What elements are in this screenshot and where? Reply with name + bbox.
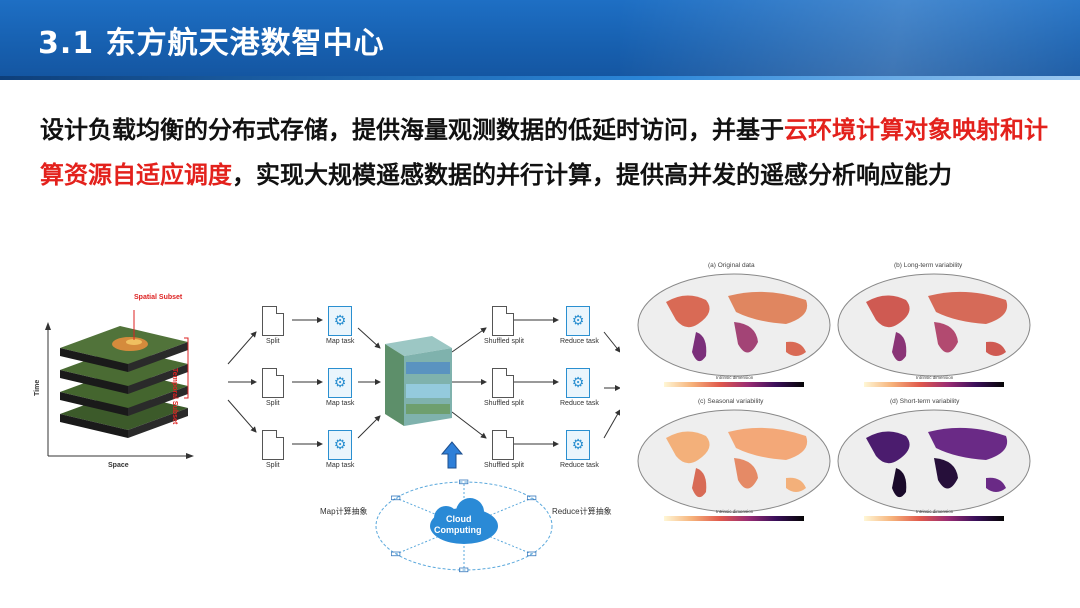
map-d xyxy=(836,408,1032,514)
shuffled-document-3 xyxy=(492,430,514,460)
gear-icon: ⚙ xyxy=(334,437,347,453)
map-title-b: (b) Long-term variability xyxy=(894,262,962,269)
intro-text-1: 设计负载均衡的分布式存储，提供海量观测数据的低延时访问，并基于 xyxy=(40,116,784,144)
split-label-3: Split xyxy=(266,462,280,469)
map-b xyxy=(836,272,1032,378)
colorbar-d xyxy=(864,516,1004,521)
map-task-label-2: Map task xyxy=(326,400,354,407)
map-title-d: (d) Short-term variability xyxy=(890,398,959,405)
computer-icon: ▭ xyxy=(458,562,469,576)
gear-icon: ⚙ xyxy=(334,313,347,329)
spatial-subset-label: Spatial Subset xyxy=(134,294,182,301)
map-abstract-label: Map计算抽象 xyxy=(320,506,368,517)
split-document-1 xyxy=(262,306,284,336)
shuffled-document-1 xyxy=(492,306,514,336)
cloud-label-1: Cloud xyxy=(446,514,472,524)
shuffled-label-2: Shuffled split xyxy=(484,400,524,407)
gear-icon: ⚙ xyxy=(572,437,585,453)
map-c xyxy=(636,408,832,514)
time-axis-label: Time xyxy=(34,380,41,396)
computer-icon: ▭ xyxy=(390,490,401,504)
colorbar-label-c: Intrinsic dimension xyxy=(716,509,753,514)
data-cube-figure: Spatial Subset Temporal Subset Time Spac… xyxy=(38,288,198,473)
reduce-task-3: ⚙ xyxy=(566,430,590,460)
split-label-1: Split xyxy=(266,338,280,345)
shuffled-label-1: Shuffled split xyxy=(484,338,524,345)
maps-panel: (a) Original data (b) Long-term variabil… xyxy=(636,262,1040,524)
colorbar-a xyxy=(664,382,804,387)
computer-icon: ▭ xyxy=(526,490,537,504)
reduce-task-1: ⚙ xyxy=(566,306,590,336)
map-task-label-1: Map task xyxy=(326,338,354,345)
reduce-task-2: ⚙ xyxy=(566,368,590,398)
colorbar-label-b: Intrinsic dimension xyxy=(916,375,953,380)
split-document-2 xyxy=(262,368,284,398)
computer-icon: ▭ xyxy=(390,546,401,560)
map-task-3: ⚙ xyxy=(328,430,352,460)
reduce-abstract-label: Reduce计算抽象 xyxy=(552,506,612,517)
map-task-label-3: Map task xyxy=(326,462,354,469)
reduce-task-label-1: Reduce task xyxy=(560,338,599,345)
header-shine xyxy=(620,0,1080,80)
data-cube-icon xyxy=(385,336,452,426)
mapreduce-diagram: Split Split Split ⚙ ⚙ ⚙ Map task Map tas… xyxy=(220,292,620,582)
reduce-task-label-3: Reduce task xyxy=(560,462,599,469)
up-arrow-icon xyxy=(442,442,462,468)
gear-icon: ⚙ xyxy=(334,375,347,391)
gear-icon: ⚙ xyxy=(572,313,585,329)
map-task-1: ⚙ xyxy=(328,306,352,336)
intro-text-2: ，实现大规模遥感数据的并行计算，提供高并发的遥感分析响应能力 xyxy=(232,161,952,189)
split-label-2: Split xyxy=(266,400,280,407)
computer-icon: ▭ xyxy=(458,474,469,488)
page-title: 3.1 东方航天港数智中心 xyxy=(38,18,385,62)
colorbar-label-a: Intrinsic dimension xyxy=(716,375,753,380)
temporal-subset-label: Temporal Subset xyxy=(171,368,178,424)
colorbar-b xyxy=(864,382,1004,387)
cloud-label-2: Computing xyxy=(434,525,482,535)
split-document-3 xyxy=(262,430,284,460)
shuffled-label-3: Shuffled split xyxy=(484,462,524,469)
colorbar-c xyxy=(664,516,804,521)
shuffled-document-2 xyxy=(492,368,514,398)
gear-icon: ⚙ xyxy=(572,375,585,391)
map-title-a: (a) Original data xyxy=(708,262,755,269)
header-bar: 3.1 东方航天港数智中心 xyxy=(0,0,1080,80)
map-title-c: (c) Seasonal variability xyxy=(698,398,763,405)
computer-icon: ▭ xyxy=(526,546,537,560)
space-axis-label: Space xyxy=(108,462,129,469)
map-task-2: ⚙ xyxy=(328,368,352,398)
colorbar-label-d: Intrinsic dimension xyxy=(916,509,953,514)
intro-paragraph: 设计负载均衡的分布式存储，提供海量观测数据的低延时访问，并基于云环境计算对象映射… xyxy=(40,108,1050,198)
reduce-task-label-2: Reduce task xyxy=(560,400,599,407)
map-a xyxy=(636,272,832,378)
